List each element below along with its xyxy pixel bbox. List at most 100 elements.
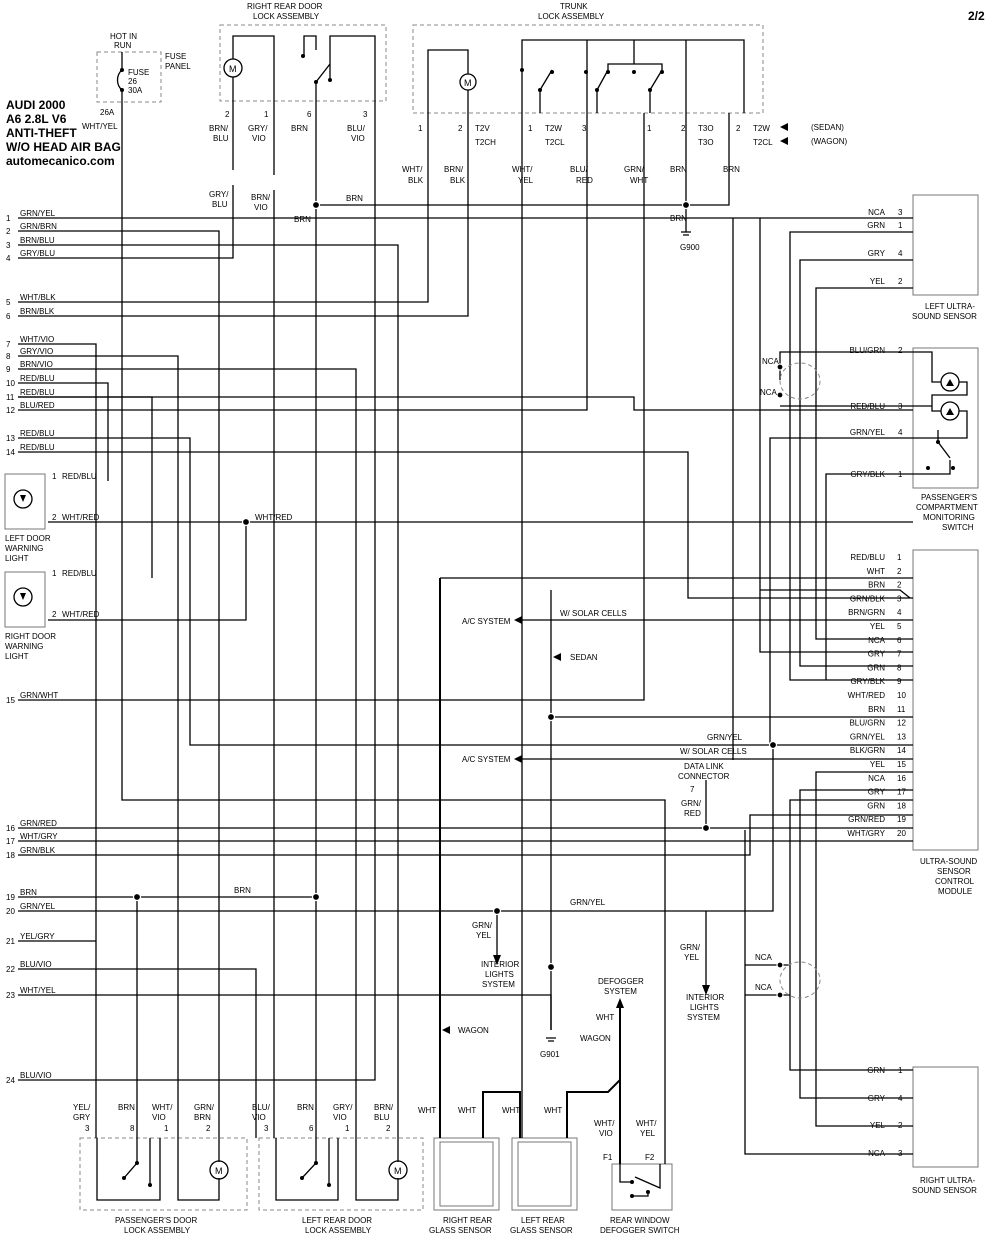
right-ultrasound-sensor: RIGHT ULTRA- SOUND SENSOR xyxy=(912,1066,979,1195)
component-label: SOUND SENSOR xyxy=(912,312,977,321)
wire-color: YEL xyxy=(870,277,886,286)
pin-number: 3 xyxy=(897,594,902,603)
header-block: AUDI 2000 A6 2.8L V6 ANTI-THEFT W/O HEAD… xyxy=(6,98,121,168)
wire-color: BRN/ xyxy=(209,124,229,133)
pin-number: 2 xyxy=(897,581,902,590)
int-lights-label: LIGHTS xyxy=(690,1003,719,1012)
wire-color: BLU/VIO xyxy=(20,1071,52,1080)
pin-number: 7 xyxy=(690,785,695,794)
wire-pin8 xyxy=(18,355,179,1138)
wire-color: GRN/YEL xyxy=(707,733,743,742)
passengers-door-lock-assembly: M PASSENGER'S DOOR LOCK ASSEMBLY xyxy=(79,1137,248,1235)
splice xyxy=(768,740,778,750)
pin-number: 6 xyxy=(897,636,902,645)
pin-number: 1 xyxy=(345,1124,350,1133)
motor-icon xyxy=(209,1160,229,1180)
wire-color: NCA xyxy=(868,208,886,217)
wagon-tag: (WAGON) xyxy=(811,137,847,146)
wire-color: WHT/RED xyxy=(62,610,100,619)
wire-color: GRN/RED xyxy=(848,815,885,824)
pin-number: 14 xyxy=(897,746,906,755)
wire-color: GRN/BRN xyxy=(20,222,57,231)
switch-contact xyxy=(648,88,652,92)
wire-color: VIO xyxy=(351,134,365,143)
left-rear-glass-sensor: LEFT REAR GLASS SENSOR xyxy=(510,1137,578,1235)
component-label: RIGHT ULTRA- xyxy=(920,1176,976,1185)
ac-system-label: A/C SYSTEM xyxy=(462,755,511,764)
wire-color: NCA xyxy=(762,357,780,366)
pin-number: 13 xyxy=(897,732,906,741)
component-label: WARNING xyxy=(5,544,43,553)
pin-number: 9 xyxy=(6,365,11,374)
wire-color: BLK/GRN xyxy=(850,746,885,755)
wire-color: GRY xyxy=(73,1113,91,1122)
terminal-id: T2CL xyxy=(545,138,565,147)
component-label: REAR WINDOW xyxy=(610,1216,670,1225)
switch-contact xyxy=(606,70,610,74)
motor-wire xyxy=(232,35,275,101)
wire-color: GRN/BLK xyxy=(20,846,56,855)
switch-contact xyxy=(538,88,542,92)
pin-number: 3 xyxy=(582,124,587,133)
pin-number: 5 xyxy=(897,622,902,631)
terminal-label: F1 xyxy=(603,1153,613,1162)
wire-color: GRN xyxy=(867,801,885,810)
arrow-int-lights-1 xyxy=(493,955,501,965)
splice xyxy=(492,906,502,916)
splice xyxy=(681,200,691,210)
wire-color: VIO xyxy=(333,1113,347,1122)
wire-color: RED xyxy=(684,809,701,818)
switch-contact xyxy=(632,70,636,74)
wire-color: GRN/YEL xyxy=(850,428,886,437)
component-frame xyxy=(912,549,979,851)
header-line: W/O HEAD AIR BAG xyxy=(6,140,121,154)
solar-label: W/ SOLAR CELLS xyxy=(680,747,747,756)
component-frame xyxy=(433,1137,500,1211)
wire-color: RED/BLU xyxy=(20,388,55,397)
wire-color: RED/BLU xyxy=(20,374,55,383)
component-label: LEFT ULTRA- xyxy=(925,302,975,311)
wire-color: BRN xyxy=(294,215,311,224)
wire-color: NCA xyxy=(760,388,778,397)
switch-contact xyxy=(328,78,332,82)
led-arrow xyxy=(946,379,954,386)
component-label: MONITORING xyxy=(923,513,975,522)
component-label: RIGHT DOOR xyxy=(5,632,56,641)
shield xyxy=(779,961,821,999)
wire-color: GRY xyxy=(868,249,886,258)
wire-color: WHT/ xyxy=(512,165,533,174)
component-frame xyxy=(4,473,46,530)
switch-contact xyxy=(595,88,599,92)
component-label: LOCK ASSEMBLY xyxy=(253,12,320,21)
pin-number: 2 xyxy=(52,610,57,619)
defogger-label: DEFOGGER xyxy=(598,977,644,986)
component-label: RIGHT REAR xyxy=(443,1216,492,1225)
wire-color: WHT xyxy=(418,1106,436,1115)
wire-color: NCA xyxy=(868,774,886,783)
wire-color: RED/BLU xyxy=(20,443,55,452)
fuse-node xyxy=(120,88,124,92)
wire-color: RED/BLU xyxy=(62,472,97,481)
wire-color: WHT/VIO xyxy=(20,335,54,344)
pin-number: 1 xyxy=(52,569,57,578)
pin-number: 3 xyxy=(898,208,903,217)
pin-number: 18 xyxy=(6,851,15,860)
wire-pin20 xyxy=(18,745,774,912)
fuse-panel-label: PANEL xyxy=(165,62,191,71)
wire-color: BLK xyxy=(450,176,466,185)
pin-number: 21 xyxy=(6,937,15,946)
fuse-wire-color: WHT/YEL xyxy=(82,122,118,131)
arrow-ac2 xyxy=(514,755,522,763)
wire-pin18 xyxy=(18,814,913,856)
splice xyxy=(546,962,556,972)
component-label: RIGHT REAR DOOR xyxy=(247,2,323,11)
component-frame xyxy=(912,347,979,489)
wire-color: WHT/ xyxy=(594,1119,615,1128)
component-label: DEFOGGER SWITCH xyxy=(600,1226,680,1235)
right-rear-glass-sensor: RIGHT REAR GLASS SENSOR xyxy=(429,1137,500,1235)
pin-number: 6 xyxy=(309,1124,314,1133)
wire-rr-pin2 xyxy=(18,101,234,259)
